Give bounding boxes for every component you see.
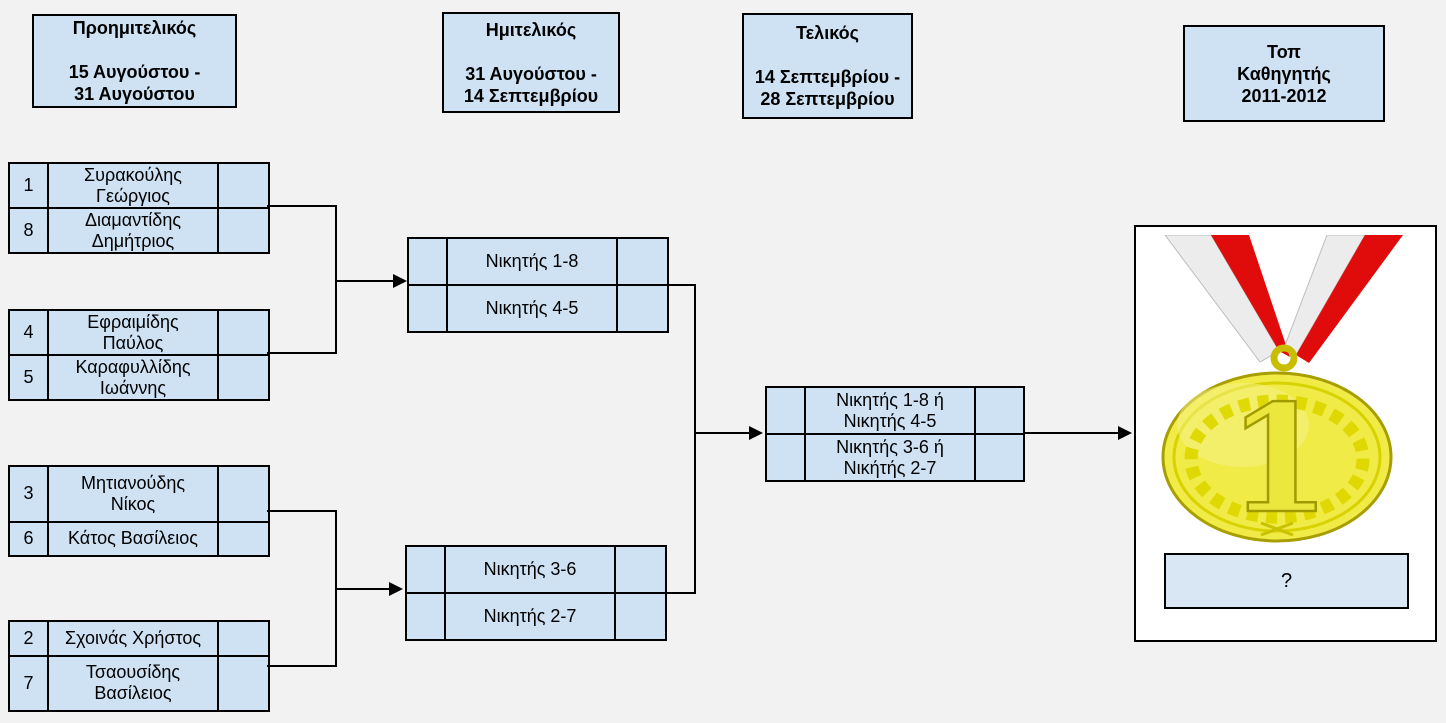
score-cell	[219, 523, 268, 556]
score-cell	[976, 435, 1023, 480]
winner-name-cell: Νικητής 2-7	[446, 594, 616, 639]
winner-name-cell: Νικητής 3-6 ή Νικήτής 2-7	[806, 435, 976, 480]
connector-line	[267, 510, 337, 512]
connector-line	[694, 284, 696, 594]
seed-cell: 3	[10, 467, 49, 523]
stage-header-top-teacher: Τοπ Καθηγητής 2011-2012	[1183, 25, 1385, 122]
connector-line	[665, 592, 696, 594]
laurel-wreath	[1184, 394, 1370, 524]
medal-ring	[1270, 344, 1298, 372]
connector-line	[267, 352, 337, 354]
player-name-cell: Κάτος Βασίλειος	[49, 522, 219, 555]
stage-header-final: Τελικός 14 Σεπτεμβρίου - 28 Σεπτεμβρίου	[742, 13, 913, 119]
match-quarterfinal-2-7: 2 Σχοινάς Χρήστος 7 Τσαουσίδης Βασίλειος	[8, 620, 270, 712]
seed-cell	[407, 594, 446, 639]
winner-name-cell: Νικητής 3-6	[446, 547, 616, 594]
seed-cell	[767, 388, 806, 435]
score-cell	[219, 622, 268, 657]
connector-line	[267, 665, 337, 667]
connector-line	[335, 205, 337, 354]
score-cell	[219, 311, 268, 356]
seed-cell: 1	[10, 164, 49, 209]
arrowhead-icon	[1118, 426, 1132, 440]
gold-medal-image: 1	[1151, 234, 1419, 549]
seed-cell: 4	[10, 311, 49, 356]
match-final: Νικητής 1-8 ή Νικητής 4-5 Νικητής 3-6 ή …	[765, 386, 1025, 482]
score-cell	[219, 164, 268, 209]
connector-line	[335, 588, 391, 590]
match-quarterfinal-3-6: 3 Μητιανούδης Νίκος 6 Κάτος Βασίλειος	[8, 465, 270, 557]
connector-line	[335, 280, 395, 282]
arrowhead-icon	[749, 426, 763, 440]
winner-placeholder-box: ?	[1164, 553, 1409, 609]
winner-name-cell: Νικητής 1-8 ή Νικητής 4-5	[806, 388, 976, 435]
match-semifinal-bottom: Νικητής 3-6 Νικητής 2-7	[405, 545, 667, 641]
player-name-cell: Σχοινάς Χρήστος	[49, 622, 219, 657]
winner-name-cell: Νικητής 1-8	[448, 239, 618, 286]
seed-cell	[409, 239, 448, 286]
match-quarterfinal-1-8: 1 Συρακούλης Γεώργιος 8 Διαμαντίδης Δημή…	[8, 162, 270, 254]
seed-cell: 5	[10, 356, 49, 399]
score-cell	[219, 467, 268, 523]
match-semifinal-top: Νικητής 1-8 Νικητής 4-5	[407, 237, 669, 333]
player-name-cell: Εφραιμίδης Παύλος	[49, 311, 219, 356]
seed-cell: 2	[10, 622, 49, 657]
stage-header-quarterfinal: Προημιτελικός 15 Αυγούστου - 31 Αυγούστο…	[32, 14, 237, 108]
score-cell	[618, 239, 667, 286]
player-name-cell: Καραφυλλίδης Ιωάννης	[49, 356, 219, 399]
connector-line	[1024, 432, 1120, 434]
ribbon-right	[1283, 234, 1403, 363]
seed-cell	[409, 286, 448, 331]
score-cell	[618, 286, 667, 331]
connector-line	[694, 432, 751, 434]
arrowhead-icon	[389, 582, 403, 596]
winner-name-cell: Νικητής 4-5	[448, 286, 618, 331]
winner-panel: 1 ?	[1134, 225, 1437, 642]
seed-cell	[407, 547, 446, 594]
gold-medal-icon: 1	[1161, 234, 1403, 547]
stage-header-semifinal: Ημιτελικός 31 Αυγούστου - 14 Σεπτεμβρίου	[442, 12, 620, 113]
connector-line	[267, 205, 337, 207]
medal-numeral: 1	[1228, 372, 1331, 546]
score-cell	[616, 594, 665, 639]
score-cell	[219, 209, 268, 252]
player-name-cell: Διαμαντίδης Δημήτριος	[49, 209, 219, 252]
seed-cell: 6	[10, 522, 49, 555]
player-name-cell: Συρακούλης Γεώργιος	[49, 164, 219, 209]
arrowhead-icon	[393, 274, 407, 288]
connector-line	[667, 284, 696, 286]
score-cell	[976, 388, 1023, 435]
score-cell	[616, 547, 665, 594]
seed-cell: 7	[10, 656, 49, 710]
player-name-cell: Μητιανούδης Νίκος	[49, 467, 219, 523]
score-cell	[219, 356, 268, 399]
ribbon-left	[1164, 234, 1290, 363]
player-name-cell: Τσαουσίδης Βασίλειος	[49, 656, 219, 710]
seed-cell: 8	[10, 209, 49, 252]
match-quarterfinal-4-5: 4 Εφραιμίδης Παύλος 5 Καραφυλλίδης Ιωάνν…	[8, 309, 270, 401]
seed-cell	[767, 435, 806, 480]
score-cell	[219, 657, 268, 711]
